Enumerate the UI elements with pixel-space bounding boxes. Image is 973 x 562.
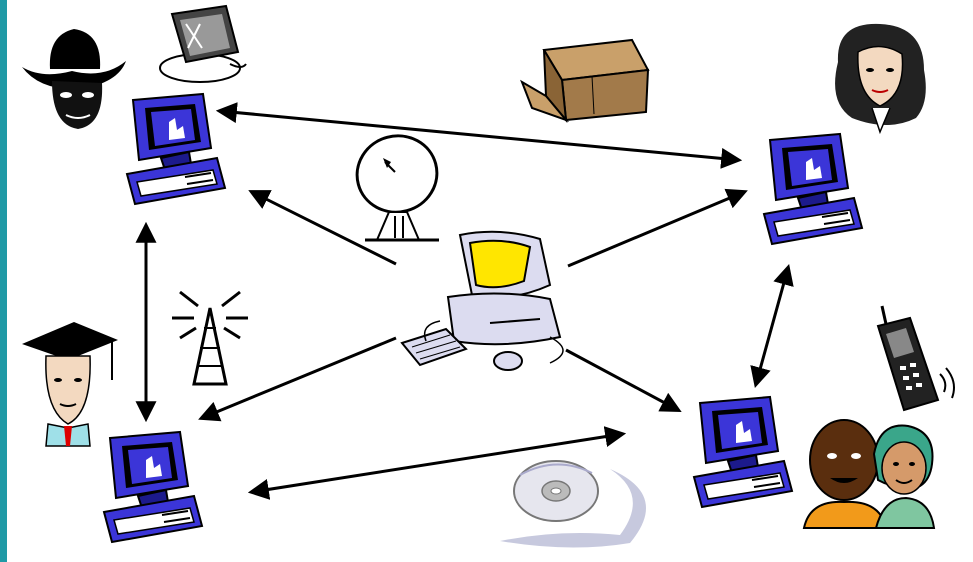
desktop-computer-icon bbox=[693, 396, 793, 508]
connection-arrow-server-center-pc-bottom-right bbox=[565, 348, 682, 412]
desktop-computer-icon bbox=[763, 133, 863, 245]
connection-arrow-pc-top-left-pc-top-right bbox=[215, 102, 743, 169]
connection-arrow-pc-top-right-pc-bottom-right bbox=[750, 263, 794, 389]
drawing-tablet-icon bbox=[159, 4, 247, 83]
connection-arrow-server-center-pc-top-right bbox=[567, 188, 748, 268]
connection-arrow-server-center-pc-bottom-left bbox=[198, 336, 397, 422]
desktop-computer-icon bbox=[126, 93, 226, 205]
couple-icon bbox=[802, 419, 936, 529]
radio-tower-icon bbox=[172, 290, 248, 386]
accent-bar bbox=[0, 0, 7, 562]
connection-arrow-server-center-pc-top-left bbox=[248, 190, 397, 266]
cd-disc-icon bbox=[500, 460, 646, 548]
woman-portrait-icon bbox=[835, 23, 926, 135]
cowboy-icon bbox=[22, 29, 126, 129]
central-computer-icon bbox=[400, 230, 564, 371]
mobile-phone-icon bbox=[876, 305, 955, 412]
connection-lines bbox=[135, 102, 794, 500]
connection-arrow-pc-bottom-left-pc-bottom-right bbox=[247, 426, 627, 500]
satellite-dish-icon bbox=[355, 134, 439, 242]
box-icon bbox=[520, 38, 650, 124]
desktop-computer-icon bbox=[103, 431, 203, 543]
graduate-icon bbox=[22, 322, 118, 447]
